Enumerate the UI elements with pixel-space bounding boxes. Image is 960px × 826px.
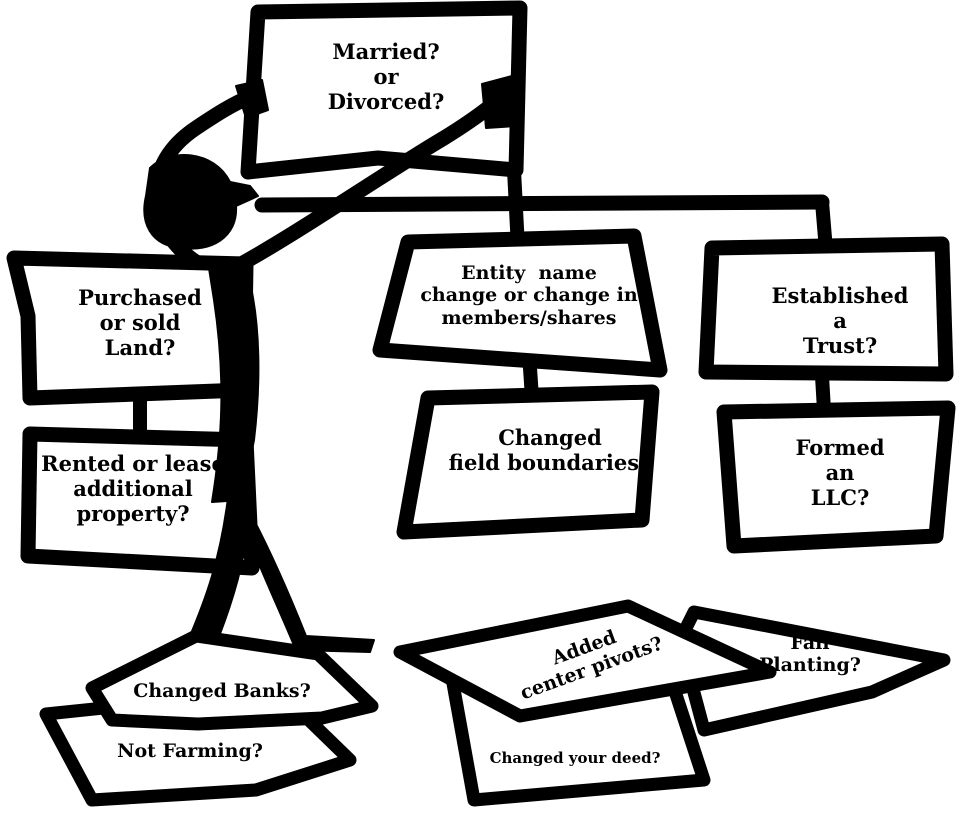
banks-line-1: Changed Banks? [133,680,311,702]
entity-line-1: Entity name [461,262,597,284]
figure-head [143,154,259,250]
deed-label: Changed your deed? [470,749,680,768]
connector-horizontal [254,194,830,213]
box-trust [698,236,954,382]
entity-line-2: change or change in [420,284,638,307]
purchased-line-2: or sold [99,309,181,335]
box-entity [372,228,668,378]
field-line-2: field boundaries? [448,449,652,475]
field-label: Changed field boundaries? [440,425,660,476]
trust-line-2: a [833,307,847,333]
llc-line-1: Formed [795,435,885,460]
figure-hand-right [481,75,517,129]
sheet-pivots [393,599,777,723]
trust-label: Established a Trust? [740,283,940,358]
notfarming-line-1: Not Farming? [117,740,263,762]
rented-label: Rented or lease additional property? [28,451,238,526]
llc-label: Formed an LLC? [740,435,940,510]
field-line-1: Changed [498,425,602,450]
fall-line-1: Fall [790,632,830,654]
married-line-3: Divorced? [327,88,445,114]
figure-leg-right [235,497,375,653]
figure-arm-right [226,92,506,276]
figure-arm-left [148,88,260,270]
married-line-1: Married? [332,39,440,64]
stick-figure [143,75,517,653]
entity-label: Entity name change or change in members/… [404,262,654,329]
trust-line-3: Trust? [802,332,878,358]
married-line-2: or [373,63,399,89]
purchased-line-3: Land? [104,334,176,360]
rented-line-3: property? [76,500,190,526]
notfarming-label: Not Farming? [90,740,290,762]
entity-line-3: members/shares [441,306,617,329]
box-llc [716,400,956,554]
box-field [396,384,660,540]
llc-line-2: an [825,459,855,485]
figure-leg-left [189,497,253,645]
married-label: Married? or Divorced? [296,39,476,114]
rented-line-1: Rented or lease [41,451,225,476]
fall-line-2: Planting? [759,654,861,677]
box-rented [20,426,260,576]
llc-line-3: LLC? [810,484,870,510]
rented-line-2: additional [73,475,193,501]
purchased-label: Purchased or sold Land? [40,285,240,360]
figure-hand-left [235,79,269,119]
trust-line-1: Established [771,283,909,308]
purchased-line-1: Purchased [78,285,202,310]
fall-label: Fall Planting? [730,632,890,677]
banks-label: Changed Banks? [112,680,332,702]
deed-line-1: Changed your deed? [489,749,661,767]
